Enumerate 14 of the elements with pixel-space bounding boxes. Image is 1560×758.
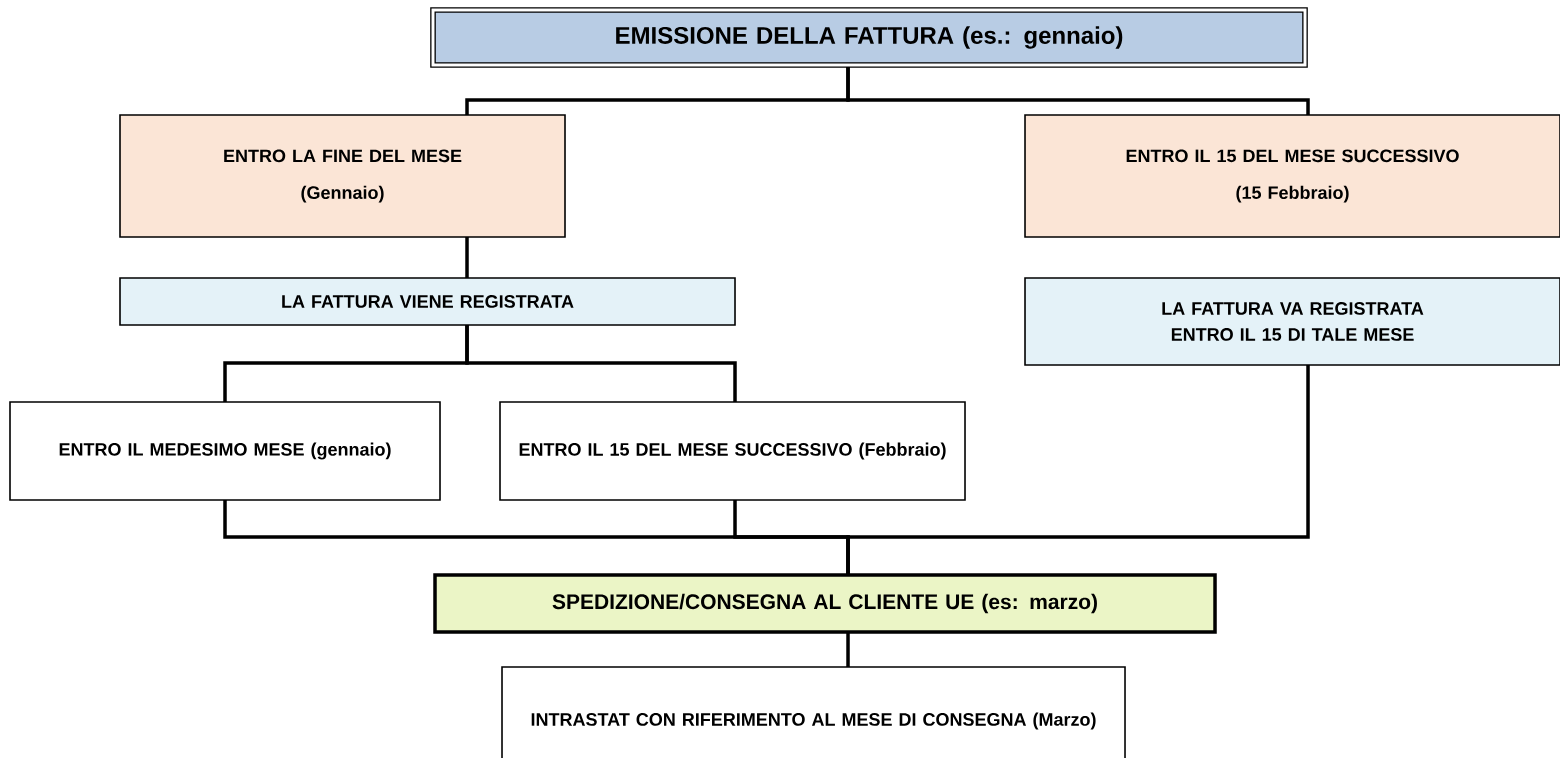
process-box: ENTRO IL MEDESIMO MESE (gennaio) — [9, 401, 441, 501]
process-box: INTRASTAT CON RIFERIMENTO AL MESE DI CONSEGNA (Marzo) — [501, 666, 1126, 758]
connector — [846, 365, 1310, 575]
connector — [465, 325, 737, 402]
registration-box: LA FATTURA VA REGISTRATA ENTRO IL 15 DI TALE MESE — [1024, 277, 1560, 366]
process-box: ENTRO IL 15 DEL MESE SUCCESSIVO (Febbraio) — [499, 401, 966, 501]
connector — [846, 65, 1310, 115]
period-box: ENTRO LA FINE DEL MESE (Gennaio) — [119, 114, 566, 238]
registration-box: LA FATTURA VIENE REGISTRATA — [119, 277, 736, 326]
connector — [846, 632, 850, 667]
delivery-box: SPEDIZIONE/CONSEGNA AL CLIENTE UE (es: marzo) — [433, 573, 1217, 634]
title-box: EMISSIONE DELLA FATTURA (es.: gennaio) — [430, 7, 1308, 68]
connector — [465, 237, 469, 278]
period-box: ENTRO IL 15 DEL MESE SUCCESSIVO (15 Febbraio) — [1024, 114, 1560, 238]
